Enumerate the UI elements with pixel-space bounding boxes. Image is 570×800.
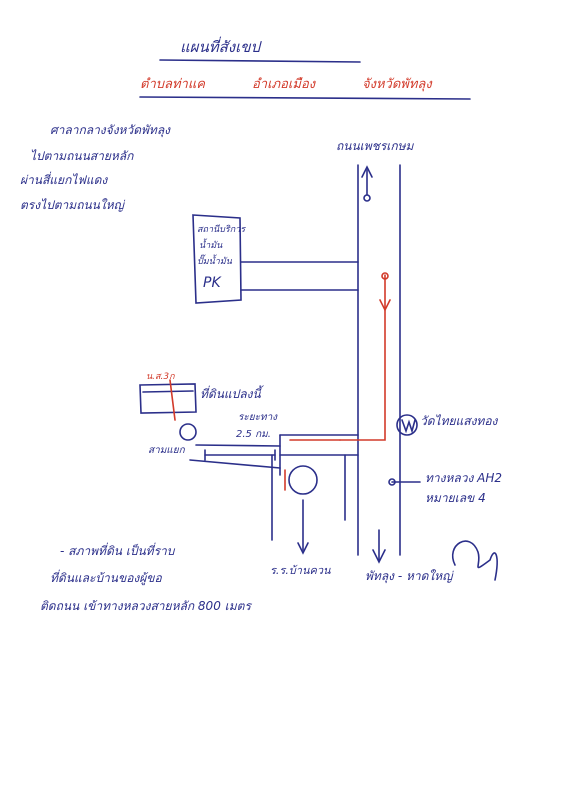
plot-box xyxy=(139,383,197,414)
subtitle-part-2: อำเภอเมือง xyxy=(252,77,316,92)
top-road-label: ถนนเพชรเกษม xyxy=(336,139,414,153)
signature xyxy=(452,540,498,581)
measure-value: 2.5 กม. xyxy=(236,429,271,440)
highway-label: ทางหลวง AH2 xyxy=(425,471,503,485)
north-arrow-dot xyxy=(363,194,371,202)
junction-label: สามแยก xyxy=(148,445,185,456)
title-underline xyxy=(159,59,361,63)
directions-line-1: ศาลากลางจังหวัดพัทลุง xyxy=(50,123,171,137)
highway-sub-label: หมายเลข 4 xyxy=(425,491,486,505)
route-start-dot xyxy=(381,272,389,280)
plot-id: น.ส.3ก xyxy=(146,372,175,382)
building-line-4: PK xyxy=(203,275,221,291)
subtitle-part-3: จังหวัดพัทลุง xyxy=(362,77,432,92)
school-circle xyxy=(288,465,318,495)
subtitle-part-1: ตำบลท่าแค xyxy=(140,77,205,92)
bottom-note-3: ติดถนน เข้าทางหลวงสายหลัก 800 เมตร xyxy=(40,599,251,613)
south-arrow-head xyxy=(372,549,386,564)
building-line-1: สถานีบริการ xyxy=(197,225,246,235)
route-arrow-head xyxy=(379,299,391,312)
junction-circle xyxy=(179,423,197,441)
building-line-3: ปั๊มน้ำมัน xyxy=(197,257,232,267)
directions-line-3: ผ่านสี่แยกไฟแดง xyxy=(20,173,108,187)
plot-label: ที่ดินแปลงนี้ xyxy=(200,387,261,401)
junction-road xyxy=(195,444,281,447)
page-title: แผนที่สังเขป xyxy=(180,38,260,56)
temple-label: วัดไทยแสงทอง xyxy=(420,414,498,428)
junction-road-2 xyxy=(189,459,281,469)
temple-mark xyxy=(401,419,416,434)
north-arrow-head xyxy=(361,165,373,178)
directions-line-4: ตรงไปตามถนนใหญ่ xyxy=(20,198,124,212)
subtitle-underline xyxy=(139,96,471,100)
school-arrow xyxy=(297,542,309,555)
directions-line-2: ไปตามถนนสายหลัก xyxy=(30,149,134,163)
temple-circle xyxy=(396,414,418,436)
building-box xyxy=(192,214,242,304)
building-line-2: น้ำมัน xyxy=(199,241,223,251)
bottom-right-label: พัทลุง - หาดใหญ่ xyxy=(365,569,453,583)
bottom-note-1: - สภาพที่ดิน เป็นที่ราบ xyxy=(60,544,175,558)
bottom-note-2: ที่ดินและบ้านของผู้ขอ xyxy=(50,571,162,585)
measure-label: ระยะทาง xyxy=(238,412,278,423)
plot-box-line xyxy=(142,390,194,393)
highway-dot xyxy=(388,478,396,486)
school-label: ร.ร.บ้านควน xyxy=(270,564,331,577)
route-plot-link xyxy=(169,379,176,421)
route-main xyxy=(339,274,386,441)
